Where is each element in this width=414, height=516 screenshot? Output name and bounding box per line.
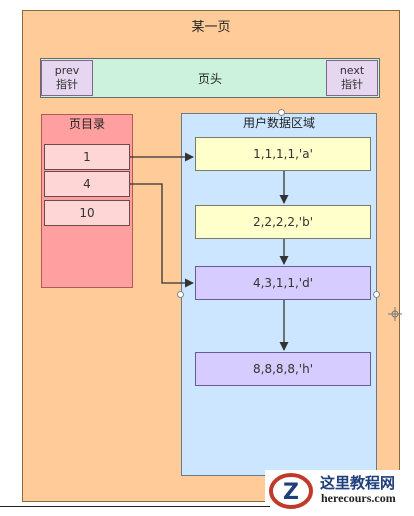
move-handle-icon[interactable] (388, 307, 402, 321)
logo-z-icon: Z (269, 473, 313, 509)
resize-handle-left[interactable] (177, 291, 184, 298)
page-directory-title: 页目录 (68, 117, 105, 131)
page-title: 某一页 (191, 20, 231, 35)
record-3: 4,3,1,1,'d' (195, 266, 371, 300)
prev-pointer-line1: prev (54, 64, 80, 77)
user-data-area-title: 用户数据区域 (242, 116, 315, 130)
next-pointer-line2: 指针 (341, 78, 363, 91)
directory-slot-1: 1 (44, 144, 130, 170)
record-4: 8,8,8,8,'h' (195, 352, 371, 386)
watermark-cn-text: 这里教程网 (320, 474, 396, 492)
directory-slot-2: 4 (44, 171, 130, 197)
resize-handle-top[interactable] (278, 109, 285, 116)
watermark-en-text: herecours.com (321, 491, 396, 505)
watermark-logo: Z (265, 470, 414, 512)
page-header-label: 页头 (197, 72, 222, 86)
prev-pointer: prev 指针 (41, 60, 93, 96)
bottom-divider (0, 506, 270, 507)
svg-text:Z: Z (283, 480, 299, 505)
record-1: 1,1,1,1,'a' (195, 137, 371, 171)
arrow-slot2-to-record3 (130, 183, 194, 288)
next-pointer-line1: next (339, 64, 365, 77)
record-2: 2,2,2,2,'b' (195, 205, 371, 239)
directory-slot-3: 10 (44, 200, 130, 226)
page-header (40, 58, 380, 98)
next-pointer: next 指针 (326, 60, 378, 96)
prev-pointer-line2: 指针 (56, 78, 78, 91)
resize-handle-right[interactable] (373, 291, 380, 298)
